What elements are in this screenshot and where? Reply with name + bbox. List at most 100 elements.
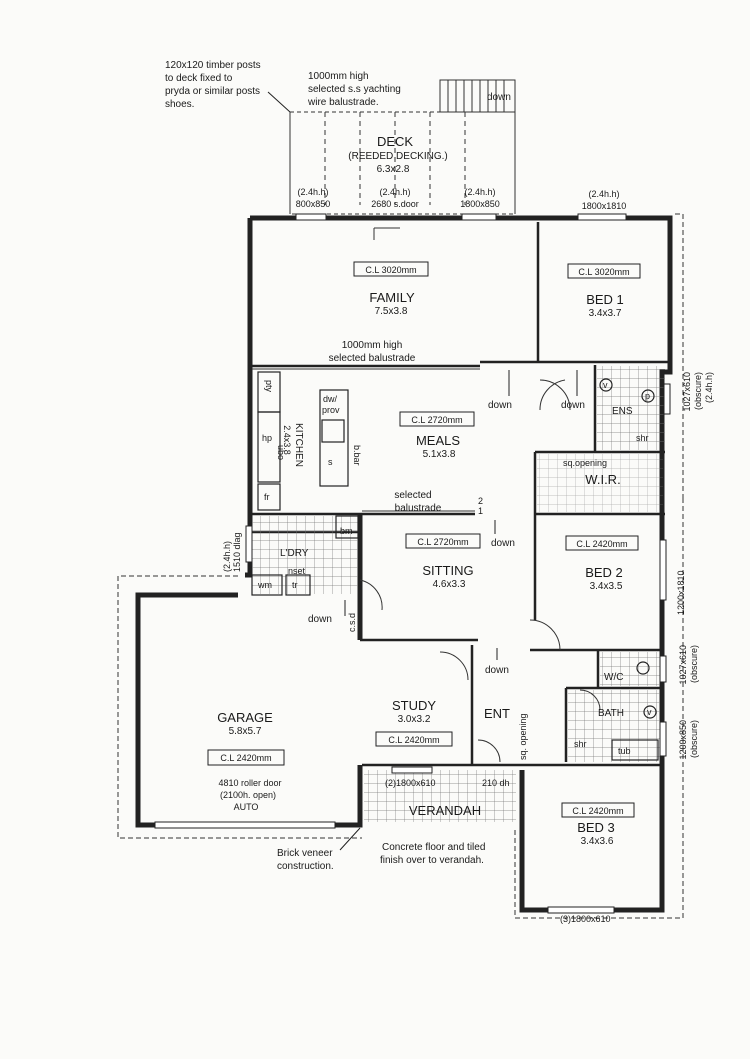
- bed2-ceiling: C.L 2420mm: [576, 539, 627, 549]
- bed1-name: BED 1: [586, 292, 624, 307]
- window-bath-side-1: 1200x850: [678, 720, 688, 760]
- entry-down: down: [485, 665, 509, 676]
- sitting-down-top: down: [491, 538, 515, 549]
- bbar-label: b.bar: [352, 445, 362, 466]
- pantry-label: pty: [264, 380, 274, 393]
- deck-stairs: [439, 79, 516, 113]
- wir-name: W.I.R.: [585, 472, 620, 487]
- wc-name: W/C: [604, 672, 623, 683]
- posts-leader: [267, 91, 291, 113]
- window-study: (2)1800x610: [385, 778, 436, 788]
- tr-label: tr: [292, 580, 298, 590]
- window-ens-side-2: (obscure): [693, 372, 703, 410]
- stair-arrows: [344, 370, 578, 660]
- study-ceiling-box: [375, 731, 453, 747]
- brick-leader: [339, 827, 361, 851]
- ens-down: down: [561, 400, 585, 411]
- sitting-name: SITTING: [422, 563, 473, 578]
- deck-stairs-down: down: [487, 92, 511, 103]
- bath-tiles: [568, 690, 660, 762]
- bm-label: bm: [340, 526, 353, 536]
- bed1-ceiling: C.L 3020mm: [578, 267, 629, 277]
- balustrades: [252, 368, 480, 512]
- bed2-ceiling-box: [565, 535, 639, 551]
- window-deck-left: (2.4h.h)800x850: [296, 187, 331, 209]
- garage-ceiling-box: [207, 749, 285, 766]
- window-bed1-top: (2.4h.h)1800x1810: [582, 189, 627, 211]
- bed1-ceiling-box: [567, 263, 641, 279]
- window-wc-side-1: 1027x610: [678, 645, 688, 685]
- laundry-name: L'DRY: [280, 548, 309, 559]
- entry-door-label: 210 dh: [482, 778, 510, 788]
- window-ens-side-1: 1027x610: [682, 372, 692, 412]
- ens-name: ENS: [612, 406, 633, 417]
- stair-step-1: 1: [478, 506, 483, 516]
- bed3-size: 3.4x3.6: [581, 836, 614, 847]
- family-ceiling: C.L 3020mm: [365, 265, 416, 275]
- sg-opening-label: sq. opening: [518, 713, 528, 760]
- meals-name: MEALS: [416, 433, 460, 448]
- wir-tiles: [537, 454, 663, 512]
- window-laundry-2: 1510 dlag: [232, 532, 242, 572]
- family-size: 7.5x3.8: [375, 306, 408, 317]
- window-bed3-bottom: (3)1800x610: [560, 914, 611, 924]
- deck-size: 6.3x2.8: [377, 164, 410, 175]
- bath-tub: tub: [618, 746, 631, 756]
- sitting-size: 4.6x3.3: [433, 579, 466, 590]
- bath-shower: shr: [574, 739, 587, 749]
- kitchen-fixtures: [251, 371, 659, 761]
- window-deck-right: (2.4h.h)1800x850: [460, 187, 500, 209]
- window-laundry-1: (2.4h.h): [222, 541, 232, 572]
- bath-vanity: v: [647, 707, 652, 717]
- sq-opening-label: sq.opening: [563, 458, 607, 468]
- garage-ceiling: C.L 2420mm: [220, 753, 271, 763]
- stair-step-2: 2: [478, 496, 483, 506]
- bath-name: BATH: [598, 708, 624, 719]
- bed3-ceiling-box: [561, 802, 635, 818]
- family-ceiling-box: [353, 261, 429, 277]
- study-size: 3.0x3.2: [398, 714, 431, 725]
- dw-prov-label: dw/prov: [322, 394, 340, 415]
- hp-label: hp: [262, 433, 272, 443]
- sink-label: s: [328, 457, 333, 467]
- windows: [154, 213, 671, 914]
- kitchen-size: 2.4x3.8: [282, 425, 292, 455]
- ens-vanity: v: [603, 380, 608, 390]
- study-name: STUDY: [392, 698, 436, 713]
- fridge-label: fr: [264, 492, 270, 502]
- csd-label: c.s.d: [347, 613, 357, 632]
- meals-ceiling-box: [399, 411, 475, 427]
- garage-door-note: 4810 roller door(2100h. open)AUTO: [218, 778, 281, 812]
- family-name: FAMILY: [369, 290, 415, 305]
- bed2-size: 3.4x3.5: [590, 581, 623, 592]
- sitting-ceiling-box: [405, 533, 481, 549]
- ens-pan: p: [645, 391, 650, 401]
- wm-label: wm: [257, 580, 272, 590]
- garage-name: GARAGE: [217, 710, 273, 725]
- meals-size: 5.1x3.8: [423, 449, 456, 460]
- bed2-name: BED 2: [585, 565, 623, 580]
- window-bath-side-2: (obscure): [689, 720, 699, 758]
- ens-shower: shr: [636, 433, 649, 443]
- kitchen-name: KITCHEN: [293, 423, 304, 467]
- study-ceiling: C.L 2420mm: [388, 735, 439, 745]
- window-wc-side-2: (obscure): [689, 645, 699, 683]
- laundry-tiles: [252, 516, 358, 594]
- sitting-down-left: down: [308, 614, 332, 625]
- verandah-name: VERANDAH: [409, 803, 481, 818]
- internal-walls: [250, 222, 668, 767]
- bed3-name: BED 3: [577, 820, 615, 835]
- bed3-ceiling: C.L 2420mm: [572, 806, 623, 816]
- nset-label: nset: [288, 566, 306, 576]
- site-outline: [117, 213, 684, 919]
- deck-name: DECK: [377, 134, 413, 149]
- wc-tiles: [600, 652, 660, 686]
- entry-name: ENT: [484, 706, 510, 721]
